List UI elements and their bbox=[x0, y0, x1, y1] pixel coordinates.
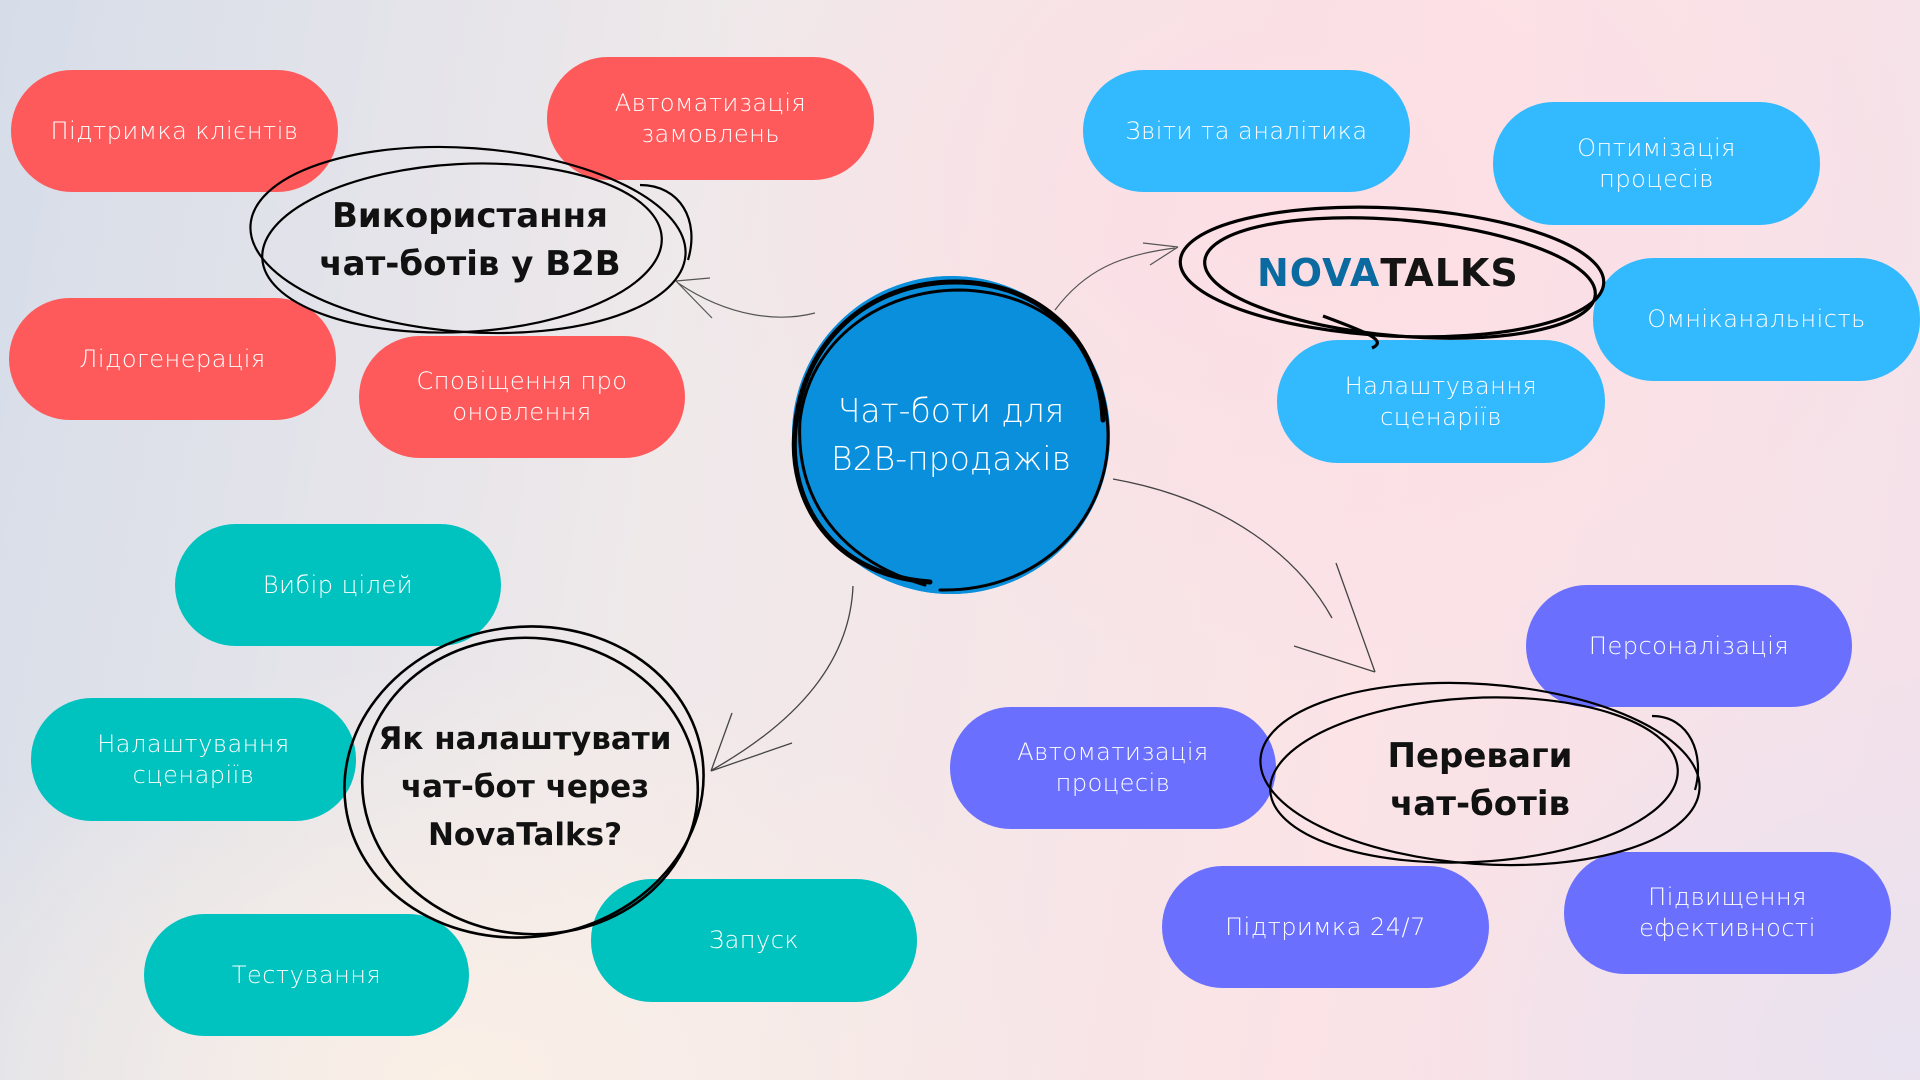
setup-item-choose-goals[interactable]: Вибір цілей bbox=[175, 524, 501, 646]
central-topic-line: B2B-продажів bbox=[831, 439, 1071, 478]
pill-label: процесів bbox=[1055, 769, 1171, 797]
arrow-to-usage-icon bbox=[675, 277, 816, 319]
hub-title-line: Як налаштувати bbox=[378, 721, 672, 757]
pill-label: процесів bbox=[1599, 164, 1714, 193]
pill-label: Сповіщення про bbox=[416, 367, 628, 395]
usage-item-update-notifications[interactable]: Сповіщення про оновлення bbox=[359, 336, 685, 458]
pill-label: сценаріїв bbox=[132, 760, 255, 789]
pill-label: замовлень bbox=[641, 119, 780, 148]
pill-label: Запуск bbox=[708, 926, 800, 954]
pill-label: Автоматизація bbox=[614, 88, 807, 117]
hub-title-line: чат-ботів bbox=[1389, 784, 1571, 824]
setup-item-scenario-setup[interactable]: Налаштування сценаріїв bbox=[31, 698, 356, 821]
pill-label: Автоматизація bbox=[1017, 738, 1209, 766]
pill-label: Підтримка 24/7 bbox=[1225, 912, 1426, 941]
pill-label: Вибір цілей bbox=[262, 570, 414, 599]
setup-item-launch[interactable]: Запуск bbox=[591, 879, 917, 1002]
benefits-item-process-automation[interactable]: Автоматизація процесів bbox=[950, 707, 1276, 829]
pill-label: Тестування bbox=[231, 960, 382, 989]
pill-label: Підвищення bbox=[1648, 883, 1807, 911]
logo-nova-part: NOVA bbox=[1257, 251, 1381, 295]
hub-title-line: NovaTalks? bbox=[427, 817, 623, 853]
pill-label: Оптимізація bbox=[1577, 133, 1736, 162]
logo-talks-part: TALKS bbox=[1380, 251, 1519, 295]
hub-title-line: чат-ботів у B2B bbox=[319, 244, 621, 284]
central-topic-line: Чат-боти для bbox=[837, 391, 1065, 430]
novatalks-item-omnichannel[interactable]: Омніканальність bbox=[1593, 258, 1920, 381]
hub-title-line: Використання bbox=[332, 196, 608, 236]
arrow-to-setup-icon bbox=[710, 585, 854, 772]
central-topic-node[interactable]: Чат-боти для B2B-продажів bbox=[792, 276, 1110, 594]
novatalks-item-scenario-setup[interactable]: Налаштування сценаріїв bbox=[1277, 340, 1605, 463]
usage-item-lead-generation[interactable]: Лідогенерація bbox=[9, 298, 336, 420]
benefits-hub-title[interactable]: Переваги чат-ботів bbox=[1320, 725, 1640, 835]
novatalks-logo[interactable]: NOVA TALKS bbox=[1257, 251, 1523, 295]
benefits-item-efficiency[interactable]: Підвищення ефективності bbox=[1564, 852, 1891, 974]
pill-label: ефективності bbox=[1639, 914, 1816, 942]
usage-item-customer-support[interactable]: Підтримка клієнтів bbox=[11, 70, 338, 192]
pill-label: Налаштування bbox=[97, 729, 290, 758]
pill-label: сценаріїв bbox=[1380, 402, 1502, 431]
hub-title-line: Переваги bbox=[1387, 736, 1573, 776]
novatalks-item-reports-analytics[interactable]: Звіти та аналітика bbox=[1083, 70, 1410, 192]
setup-hub-title[interactable]: Як налаштувати чат-бот через NovaTalks? bbox=[360, 712, 690, 862]
pill-label: Звіти та аналітика bbox=[1125, 116, 1368, 145]
benefits-item-support-24-7[interactable]: Підтримка 24/7 bbox=[1162, 866, 1489, 988]
arrow-to-benefits-icon bbox=[1112, 478, 1376, 673]
hub-title-line: чат-бот через bbox=[400, 769, 650, 805]
pill-label: Підтримка клієнтів bbox=[50, 116, 299, 145]
usage-item-order-automation[interactable]: Автоматизація замовлень bbox=[547, 57, 874, 180]
usage-hub-title[interactable]: Використання чат-ботів у B2B bbox=[260, 180, 680, 300]
setup-item-testing[interactable]: Тестування bbox=[144, 914, 469, 1036]
pill-label: Омніканальність bbox=[1647, 305, 1866, 333]
novatalks-item-process-optimization[interactable]: Оптимізація процесів bbox=[1493, 102, 1820, 225]
benefits-item-personalization[interactable]: Персоналізація bbox=[1526, 585, 1852, 707]
arrow-to-novatalks-icon bbox=[1054, 242, 1179, 311]
pill-label: Персоналізація bbox=[1588, 631, 1790, 660]
pill-label: оновлення bbox=[452, 398, 592, 426]
pill-label: Налаштування bbox=[1344, 371, 1538, 400]
pill-label: Лідогенерація bbox=[79, 344, 266, 373]
